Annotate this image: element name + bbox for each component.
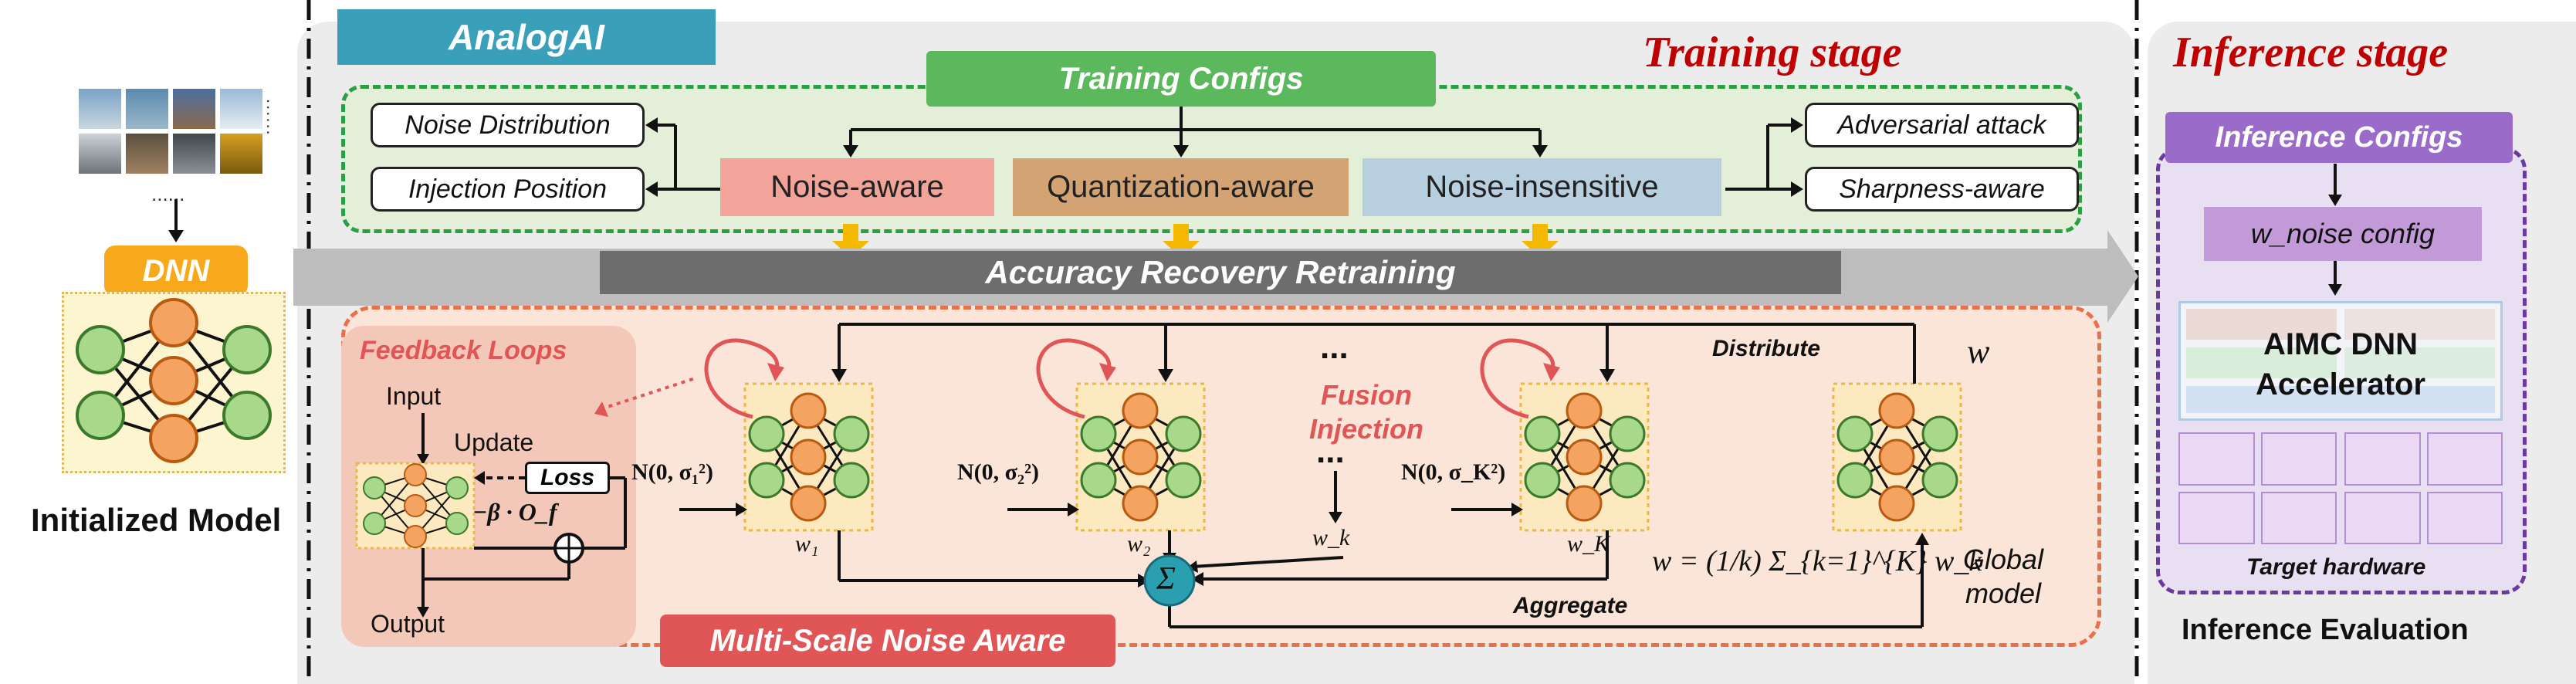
- dataset-dots-right: ......: [263, 99, 283, 137]
- global-model-label: Global model: [1962, 543, 2044, 609]
- feedback-update: Update: [454, 428, 534, 456]
- feedback-loss-box: Loss: [525, 462, 610, 494]
- feedback-diagram: [355, 377, 695, 618]
- inference-stage-title: Inference stage: [2173, 29, 2449, 76]
- injection-position-option: Injection Position: [371, 167, 645, 212]
- aggregation-formula: w = (1/k) Σ_{k=1}^{K} w_k: [1652, 545, 1982, 577]
- ellipsis-top: ...: [1320, 328, 1349, 366]
- weight-label-1: w₁: [795, 531, 819, 557]
- multiscale-title: Multi-Scale Noise Aware: [660, 615, 1115, 667]
- inference-evaluation-label: Inference Evaluation: [2182, 614, 2469, 646]
- dataset-thumbnails: [79, 89, 262, 174]
- noise-distribution-option: Noise Distribution: [371, 103, 645, 147]
- initial-dnn-network: [76, 298, 272, 463]
- noise-insensitive-method: Noise-insensitive: [1362, 158, 1721, 216]
- weight-label-k: w_k: [1312, 525, 1350, 550]
- weight-label-2: w₂: [1127, 531, 1151, 557]
- dnn-label: DNN: [104, 245, 248, 296]
- adversarial-attack-option: Adversarial attack: [1805, 103, 2079, 147]
- accelerator-chip: [2178, 301, 2503, 544]
- noise-aware-method: Noise-aware: [720, 158, 994, 216]
- sum-symbol: Σ: [1156, 561, 1176, 597]
- inference-configs-button: Inference Configs: [2165, 112, 2513, 163]
- sharpness-aware-option: Sharpness-aware: [1805, 167, 2079, 212]
- target-hardware-label: Target hardware: [2246, 554, 2426, 580]
- distribute-label: Distribute: [1712, 336, 1821, 361]
- noise-label-k: N(0, σ_K²): [1401, 459, 1506, 485]
- training-configs-button: Training Configs: [926, 51, 1436, 107]
- feedback-term: −β · O_f: [472, 498, 557, 526]
- dataset-dots-below: ......: [151, 182, 185, 205]
- feedback-input: Input: [386, 382, 442, 410]
- ellipsis-mid: ...: [1316, 432, 1345, 470]
- w-noise-config-box: w_noise config: [2204, 207, 2482, 261]
- analogai-title: AnalogAI: [337, 9, 716, 65]
- retraining-banner: Accuracy Recovery Retraining: [600, 251, 1841, 294]
- global-w-label: w: [1967, 333, 1990, 371]
- accelerator-label: AIMC DNN Accelerator: [2255, 327, 2426, 401]
- aggregate-label: Aggregate: [1513, 593, 1628, 618]
- fusion-injection-label: Fusion Injection: [1308, 379, 1423, 445]
- noise-label-2: N(0, σ₂²): [957, 459, 1039, 485]
- training-stage-title: Training stage: [1643, 29, 1902, 76]
- inference-arrows: [2328, 164, 2342, 296]
- noise-aware-networks: [679, 323, 1962, 628]
- feedback-title: Feedback Loops: [360, 336, 567, 365]
- initialized-model-label: Initialized Model: [31, 502, 282, 538]
- feedback-output: Output: [371, 610, 445, 638]
- quantization-aware-method: Quantization-aware: [1013, 158, 1349, 216]
- weight-label-K: w_K: [1567, 531, 1610, 557]
- noise-label-1: N(0, σ₁²): [631, 459, 713, 485]
- dataset-arrow: [168, 199, 184, 242]
